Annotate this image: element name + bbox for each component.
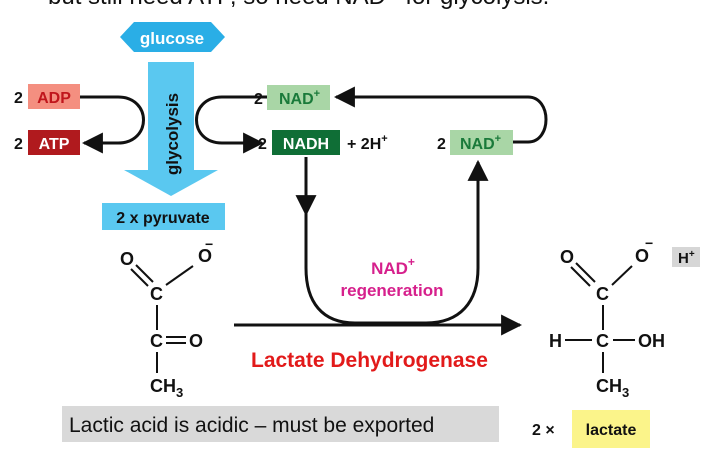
h-plus-badge: H+ [672, 247, 700, 267]
svg-text:O: O [198, 246, 212, 266]
svg-text:lactate: lactate [586, 422, 637, 439]
svg-text:O: O [635, 246, 649, 266]
svg-text:glycolysis: glycolysis [163, 93, 182, 175]
svg-text:NAD+: NAD+ [279, 88, 320, 108]
svg-text:+ 2H+: + 2H+ [347, 133, 388, 153]
svg-text:2: 2 [254, 91, 263, 108]
acidity-note: Lactic acid is acidic – must be exported [62, 406, 499, 442]
svg-text:H+: H+ [678, 249, 695, 267]
nad-to-nadh-arrow [195, 95, 267, 154]
svg-text:OH: OH [638, 331, 665, 351]
header-partial-text: but still need ATP, so need NAD⁺ for gly… [48, 0, 549, 10]
svg-text:O: O [120, 249, 134, 269]
svg-text:H: H [549, 331, 562, 351]
pyruvate-structure: O O − C C O CH 3 [120, 236, 213, 400]
svg-text:−: − [645, 235, 653, 251]
svg-text:2 ×: 2 × [532, 422, 555, 439]
svg-text:ADP: ADP [37, 90, 71, 107]
svg-text:CH: CH [596, 376, 622, 396]
glucose-node: glucose [120, 22, 225, 52]
glycolysis-arrow: glycolysis [124, 62, 218, 196]
svg-text:2: 2 [437, 136, 446, 153]
svg-text:NADH: NADH [283, 136, 329, 153]
svg-text:C: C [150, 284, 163, 304]
enzyme-label: Lactate Dehydrogenase [251, 349, 488, 372]
svg-text:3: 3 [622, 385, 629, 400]
svg-text:Lactic acid is acidic – must b: Lactic acid is acidic – must be exported [69, 414, 434, 437]
nad-top-node: 2 NAD+ [254, 85, 330, 110]
svg-text:3: 3 [176, 385, 183, 400]
svg-text:NAD+: NAD+ [371, 255, 415, 278]
svg-text:O: O [560, 247, 574, 267]
nad-regeneration-arrow [304, 157, 489, 325]
svg-text:ATP: ATP [39, 136, 70, 153]
svg-text:C: C [596, 284, 609, 304]
svg-text:2: 2 [258, 136, 267, 153]
svg-text:regeneration: regeneration [341, 281, 444, 300]
svg-text:2 x pyruvate: 2 x pyruvate [116, 210, 209, 227]
nadh-node: 2 NADH + 2H+ [258, 130, 388, 155]
atp-node: 2 ATP [14, 130, 80, 155]
pyruvate-box: 2 x pyruvate [102, 203, 225, 230]
svg-text:CH: CH [150, 376, 176, 396]
regeneration-label: NAD+ regeneration [341, 255, 444, 300]
adp-to-atp-arrow [80, 95, 145, 154]
svg-text:−: − [205, 236, 213, 252]
svg-text:O: O [189, 331, 203, 351]
svg-text:2: 2 [14, 136, 23, 153]
lactate-structure: O O − C H C OH CH 3 [549, 235, 665, 400]
svg-text:C: C [596, 331, 609, 351]
svg-text:glucose: glucose [140, 29, 204, 48]
lactate-product: 2 × lactate [532, 410, 650, 448]
nad-recycle-arrow [333, 86, 548, 144]
svg-text:NAD+: NAD+ [460, 133, 501, 153]
svg-text:2: 2 [14, 90, 23, 107]
adp-node: 2 ADP [14, 84, 80, 109]
svg-text:C: C [150, 331, 163, 351]
nad-right-node: 2 NAD+ [437, 130, 513, 155]
